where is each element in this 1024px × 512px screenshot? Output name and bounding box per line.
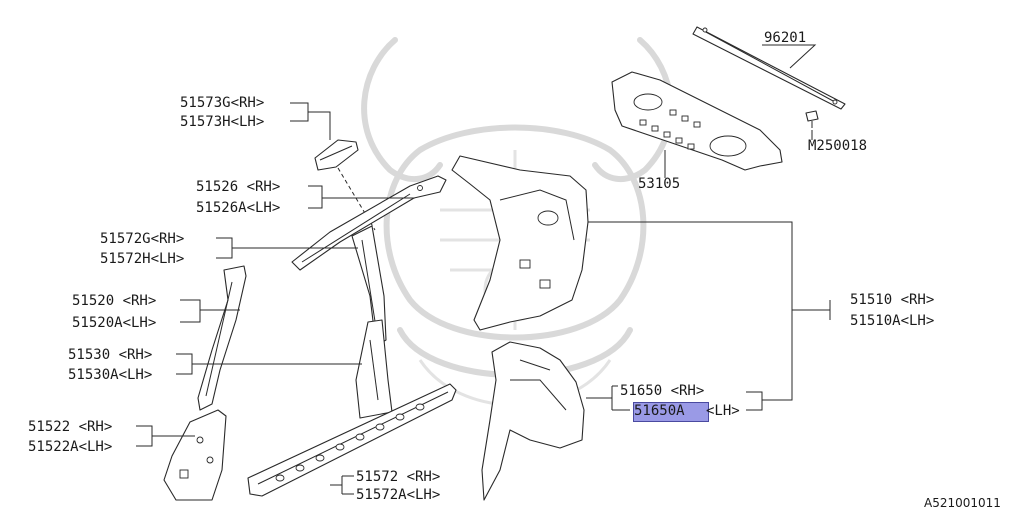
label-51573h[interactable]: 51573H<LH>: [180, 114, 265, 130]
label-51530a[interactable]: 51530A<LH>: [68, 367, 153, 383]
label-51522[interactable]: 51522 <RH>: [28, 419, 113, 435]
part-51520-a-pillar[interactable]: [197, 265, 247, 411]
part-51530-b-pillar[interactable]: [355, 319, 393, 419]
part-51522-front-panel[interactable]: [163, 409, 227, 501]
label-51526a[interactable]: 51526A<LH>: [196, 200, 281, 216]
label-51572[interactable]: 51572 <RH>: [356, 469, 441, 485]
label-51530[interactable]: 51530 <RH>: [68, 347, 153, 363]
label-51650[interactable]: 51650 <RH>: [620, 383, 705, 399]
label-m250018[interactable]: M250018: [808, 138, 868, 154]
part-51526-roof-rail[interactable]: [291, 175, 447, 271]
part-51573-bracket[interactable]: [314, 139, 359, 171]
label-51522a[interactable]: 51522A<LH>: [28, 439, 113, 455]
leader-51520: [180, 299, 240, 323]
leader-96201: [762, 44, 817, 69]
leader-51522: [136, 425, 195, 447]
selected-part-highlight[interactable]: [633, 402, 709, 422]
label-51510[interactable]: 51510 <RH>: [850, 292, 935, 308]
label-96201[interactable]: 96201: [764, 30, 807, 46]
dash-guide-51573: [337, 167, 376, 231]
part-51572-sill[interactable]: [247, 383, 457, 497]
label-51526[interactable]: 51526 <RH>: [196, 179, 281, 195]
label-51573g[interactable]: 51573G<RH>: [180, 95, 265, 111]
leader-51573: [290, 102, 331, 140]
label-51572g[interactable]: 51572G<RH>: [100, 231, 185, 247]
leader-51572g: [216, 237, 358, 259]
leader-51572: [330, 475, 354, 495]
leader-51530: [176, 353, 362, 375]
label-51572a[interactable]: 51572A<LH>: [356, 487, 441, 503]
label-51650a-code[interactable]: 51650A: [634, 403, 685, 419]
part-m250018-clip[interactable]: [805, 110, 819, 128]
label-53105[interactable]: 53105: [638, 176, 681, 192]
drawing-id: A521001011: [924, 496, 1001, 510]
leader-51650: [586, 385, 793, 411]
part-96201-rail[interactable]: [692, 26, 846, 110]
leader-51526: [308, 185, 415, 209]
label-51572h[interactable]: 51572H<LH>: [100, 251, 185, 267]
leader-51510: [588, 221, 831, 392]
part-51650-wheel-house[interactable]: [481, 341, 585, 501]
label-51650a-side[interactable]: <LH>: [706, 403, 740, 419]
part-53105-rear-shelf[interactable]: [611, 71, 783, 171]
label-51520a[interactable]: 51520A<LH>: [72, 315, 157, 331]
part-51510-quarter-panel[interactable]: [451, 155, 589, 331]
label-51510a[interactable]: 51510A<LH>: [850, 313, 935, 329]
label-51520[interactable]: 51520 <RH>: [72, 293, 157, 309]
